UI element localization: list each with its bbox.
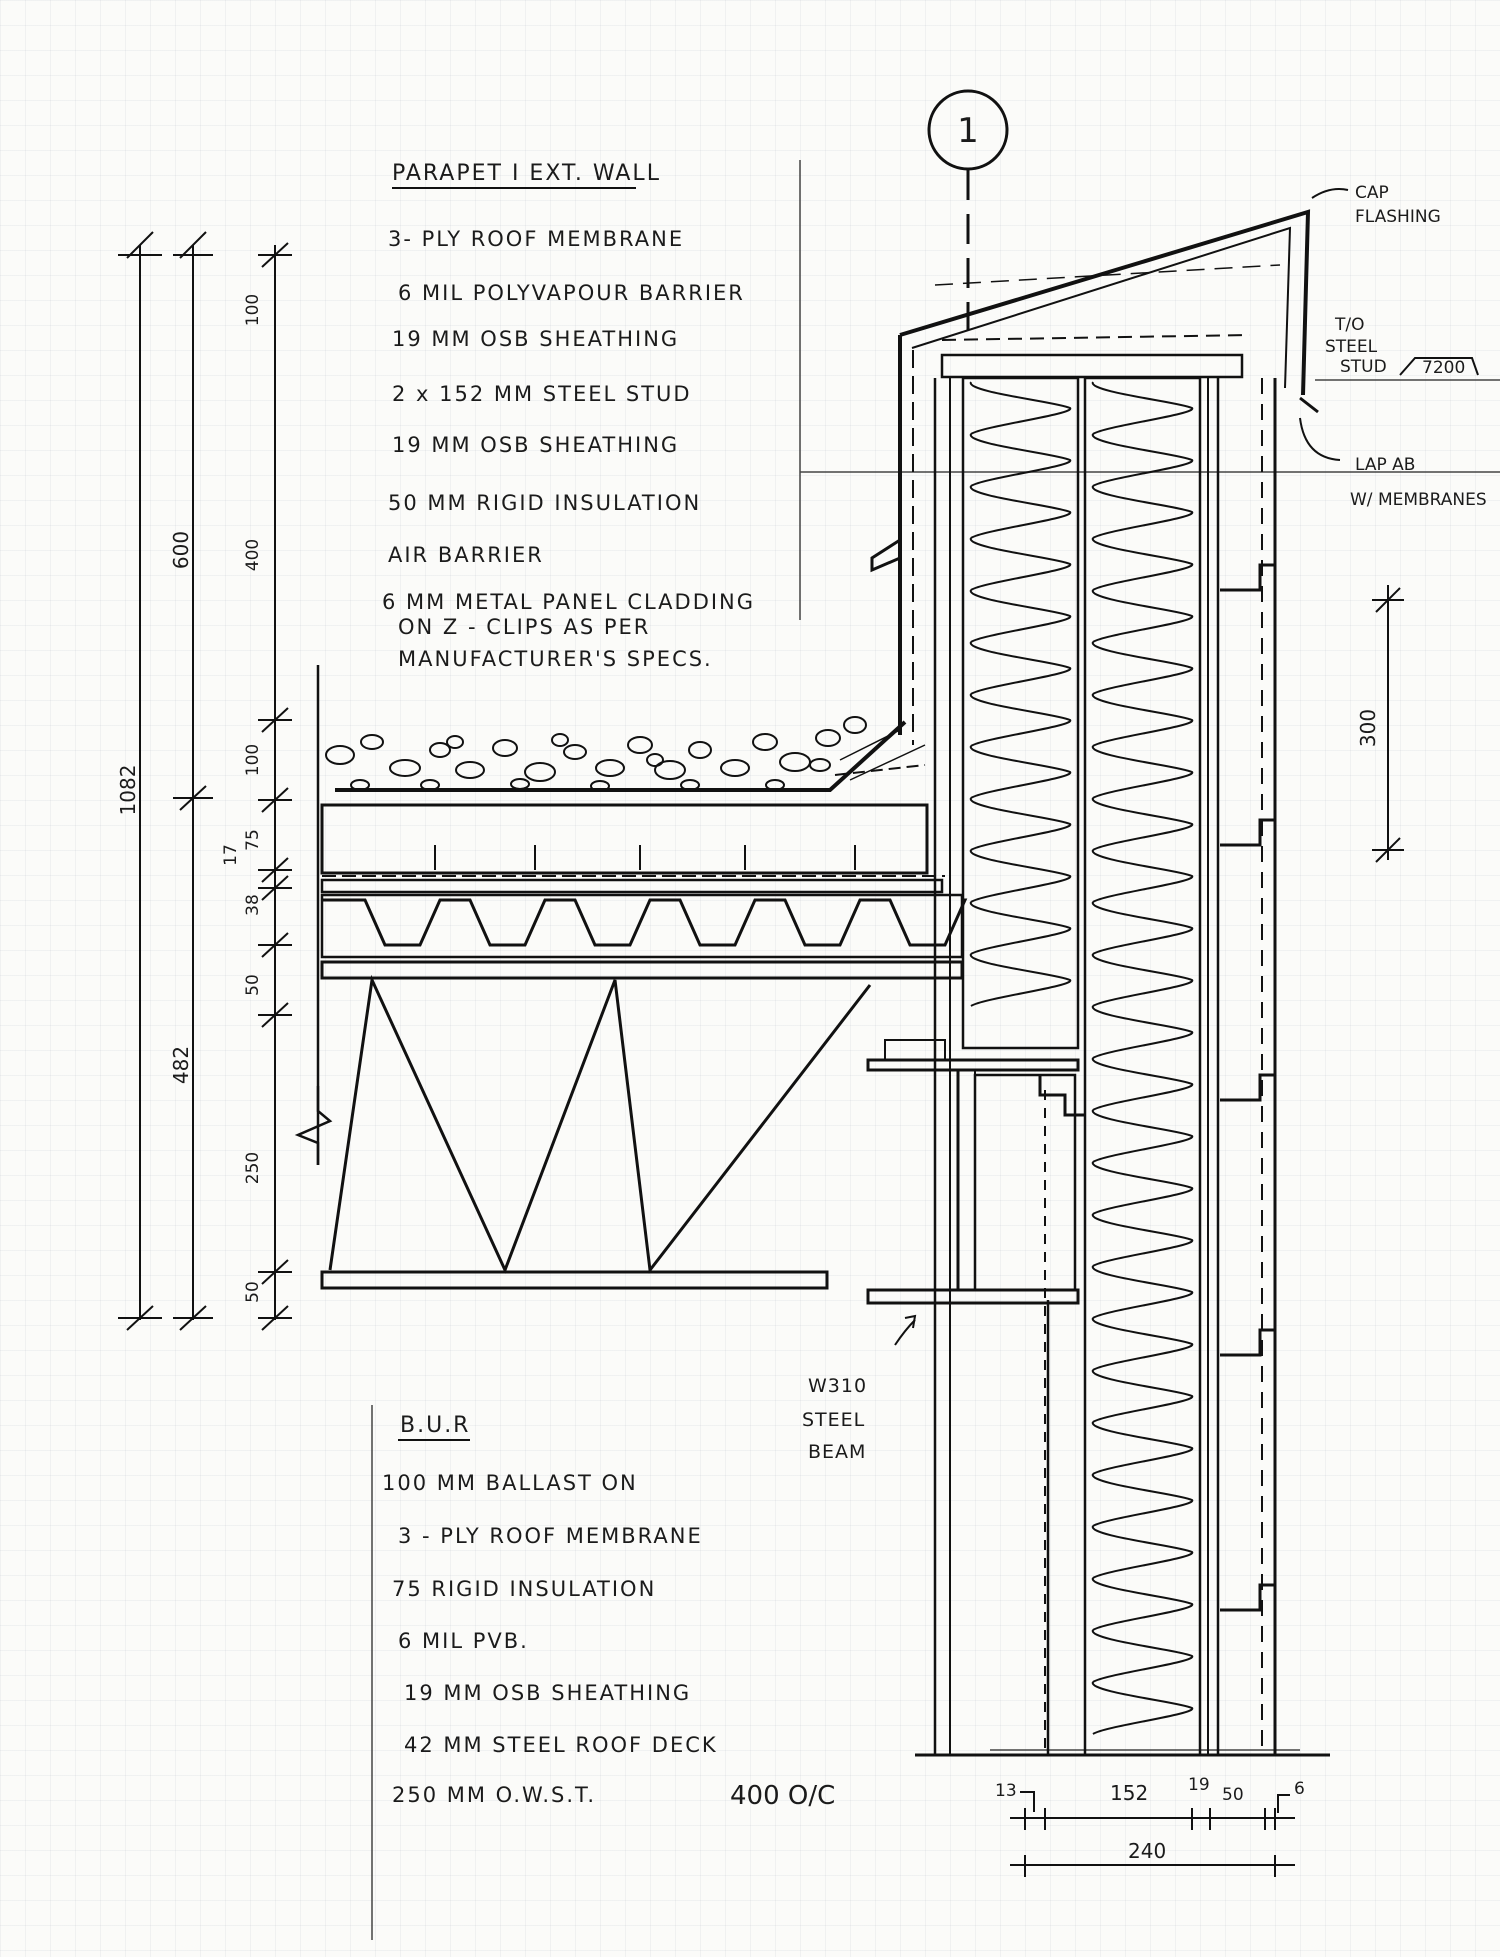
ballast-stone xyxy=(809,758,831,772)
roof-layer: 250 MM O.W.S.T. xyxy=(392,1783,596,1807)
roof-layer: 6 MIL PVB. xyxy=(398,1629,529,1653)
roof-layer: 3 - PLY ROOF MEMBRANE xyxy=(398,1524,703,1548)
lap-label: LAP AB xyxy=(1355,455,1415,475)
dim-upper: 600 xyxy=(169,531,193,569)
parapet-title: PARAPET I EXT. WALL xyxy=(392,161,661,186)
lap-label: W/ MEMBRANES xyxy=(1350,490,1487,510)
ballast-stone xyxy=(360,734,384,750)
vertical-dimension-labels: 1082 600 482 100 400 100 75 17 38 50 250… xyxy=(116,294,263,1303)
dim-clip-spacing: 300 xyxy=(1356,709,1380,747)
dim-wall-part: 50 xyxy=(1222,1785,1244,1805)
wall-thickness-dimensions: 13 152 19 50 6 240 xyxy=(995,1775,1305,1877)
ballast-stone xyxy=(688,741,712,759)
dim-part: 17 xyxy=(221,844,241,866)
parapet-layer: AIR BARRIER xyxy=(388,543,544,567)
roof-layer: 19 MM OSB SHEATHING xyxy=(404,1681,691,1705)
dim-wall-part: 19 xyxy=(1188,1775,1210,1795)
beam-label: W310 xyxy=(808,1375,867,1397)
dim-part: 250 xyxy=(243,1152,263,1184)
parapet-layer: ON Z - CLIPS AS PER xyxy=(398,615,650,639)
cap-flashing-label: CAP xyxy=(1355,183,1389,203)
to-stud-label: T/O xyxy=(1334,315,1365,335)
roof-notes: B.U.R 100 MM BALLAST ON 3 - PLY ROOF MEM… xyxy=(382,1413,835,1811)
steel-beam xyxy=(866,1039,1085,1346)
ballast-stone xyxy=(752,733,778,751)
dim-wall-part: 6 xyxy=(1294,1779,1305,1799)
parapet-layer: 3- PLY ROOF MEMBRANE xyxy=(388,227,684,251)
dim-part: 400 xyxy=(243,539,263,571)
ballast-stone xyxy=(455,761,485,779)
roof-joist-spacing: 400 O/C xyxy=(730,1781,835,1811)
dim-wall-total: 240 xyxy=(1128,1839,1166,1863)
dim-part: 50 xyxy=(243,1281,263,1303)
ballast-stone xyxy=(325,745,355,765)
ballast-stone xyxy=(524,762,556,782)
ballast-stone xyxy=(389,759,421,777)
beam-label: BEAM xyxy=(808,1441,866,1463)
parapet-layer: 2 x 152 MM STEEL STUD xyxy=(392,382,692,406)
parapet-layer: 6 MIL POLYVAPOUR BARRIER xyxy=(398,281,745,305)
parapet-wall-assembly xyxy=(870,209,1319,1757)
dim-part: 75 xyxy=(243,829,263,851)
dim-part: 100 xyxy=(243,294,263,326)
ballast-stone xyxy=(815,729,841,747)
ballast-stone xyxy=(779,752,811,772)
ballast-stone xyxy=(551,733,569,747)
roof-layer: 75 RIGID INSULATION xyxy=(392,1577,656,1601)
dim-wall-part: 13 xyxy=(995,1781,1017,1801)
ballast-stone xyxy=(446,735,464,749)
ballast-stone xyxy=(510,778,530,790)
beam-label: STEEL xyxy=(802,1409,865,1431)
parapet-notes: PARAPET I EXT. WALL 3- PLY ROOF MEMBRANE… xyxy=(382,161,755,671)
parapet-layer: 19 MM OSB SHEATHING xyxy=(392,327,679,351)
dim-wall-part: 152 xyxy=(1110,1781,1148,1805)
parapet-layer: 50 MM RIGID INSULATION xyxy=(388,491,701,515)
parapet-layer: 6 MM METAL PANEL CLADDING xyxy=(382,590,755,614)
ballast-stone xyxy=(595,759,625,777)
ballast-stone xyxy=(654,760,686,780)
ballast-stone xyxy=(429,742,451,758)
clip-spacing-dimension: 300 xyxy=(1356,585,1404,863)
ballast-stone xyxy=(843,716,867,734)
ballast-stone xyxy=(492,739,518,757)
grid-line-marker: 1 xyxy=(927,89,1009,330)
roof-title: B.U.R xyxy=(400,1413,470,1438)
ballast-stone xyxy=(563,744,587,760)
ballast-stone xyxy=(627,736,653,754)
grid-line-number: 1 xyxy=(957,111,979,151)
parapet-layer: MANUFACTURER'S SPECS. xyxy=(398,647,713,671)
dim-part: 38 xyxy=(243,894,263,916)
dim-part: 50 xyxy=(243,974,263,996)
parapet-layer: 19 MM OSB SHEATHING xyxy=(392,433,679,457)
batt-insulation xyxy=(969,381,1194,1735)
dim-lower: 482 xyxy=(169,1046,193,1084)
elevation-value: 7200 xyxy=(1422,358,1465,378)
callouts: CAP FLASHING T/O STEEL STUD 7200 LAP AB … xyxy=(802,183,1487,1463)
roof-layer: 100 MM BALLAST ON xyxy=(382,1471,638,1495)
to-stud-label: STEEL xyxy=(1325,337,1378,357)
to-stud-label: STUD xyxy=(1340,357,1387,377)
dim-total: 1082 xyxy=(116,765,140,816)
ballast-stone xyxy=(646,753,664,767)
cap-flashing-label: FLASHING xyxy=(1355,207,1441,227)
roof-layer: 42 MM STEEL ROOF DECK xyxy=(404,1733,718,1757)
dim-part: 100 xyxy=(243,744,263,776)
ballast-stone xyxy=(720,759,750,777)
vertical-dimensions xyxy=(118,231,292,1331)
roof-assembly xyxy=(294,665,968,1290)
